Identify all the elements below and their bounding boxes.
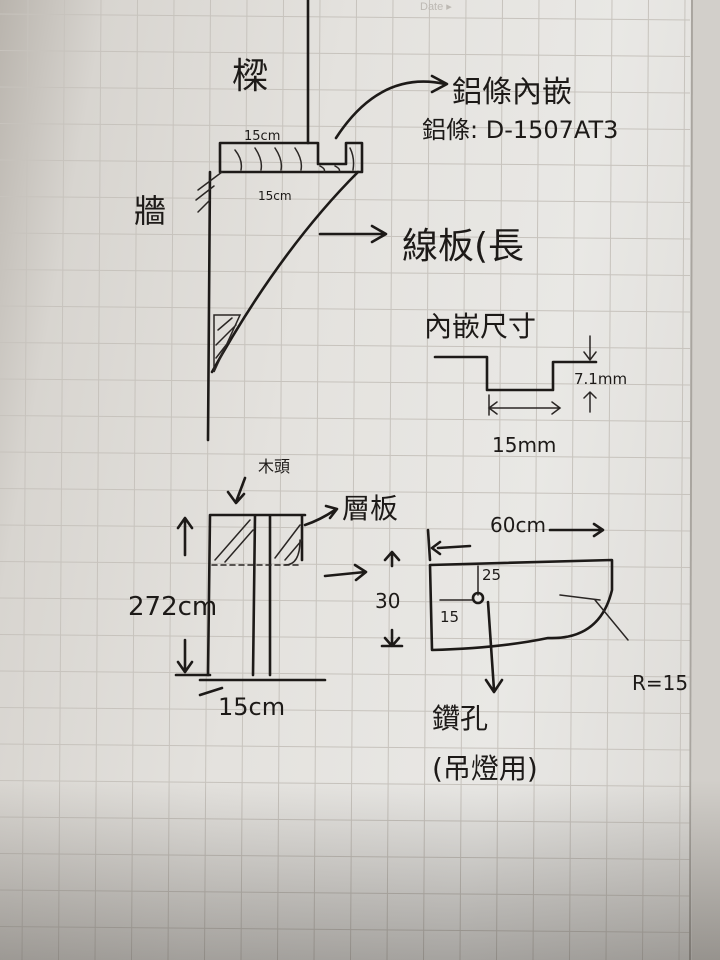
- hole-offset-left: 15: [440, 608, 459, 626]
- grid-line: [277, 0, 284, 960]
- molding-note: 線板(長: [402, 226, 524, 267]
- depth-dimension: [380, 550, 404, 648]
- shelf-section: [218, 141, 364, 174]
- depth-label: 30: [375, 589, 400, 613]
- shelf-depth-label: 15cm: [258, 189, 292, 203]
- width-arrow: [198, 686, 224, 697]
- front-panel: [206, 513, 307, 677]
- inset-width-label: 15mm: [492, 433, 556, 457]
- inset-dimension-arrows: [487, 335, 597, 416]
- grid-line: [350, 0, 357, 960]
- grid-line: [0, 269, 691, 276]
- wall-line: [206, 170, 212, 442]
- grid-line: [459, 0, 467, 960]
- hole-purpose: (吊燈用): [432, 752, 538, 785]
- grid-line: [21, 0, 29, 960]
- wood-hatch: [234, 147, 355, 173]
- grid-line: [0, 13, 691, 21]
- grid-line: [58, 0, 65, 960]
- length-dimension: [426, 522, 605, 562]
- radius-leader: [559, 594, 629, 641]
- shelf-plan-outline: [428, 558, 614, 652]
- grid-line: [131, 0, 138, 960]
- front-hatch: [214, 519, 303, 566]
- wood-arrow: [226, 476, 247, 505]
- hole-arrow: [484, 600, 504, 694]
- grid-line: [0, 707, 691, 714]
- grid-line: [0, 597, 691, 605]
- date-label: Date ▸: [420, 1, 452, 13]
- grid-line: [0, 50, 691, 57]
- grid-line: [569, 0, 576, 960]
- grid-line: [204, 0, 211, 960]
- to-plan-arrow: [323, 563, 368, 582]
- page-edge: [689, 0, 693, 960]
- grid-line: [605, 0, 613, 960]
- grid-line: [0, 305, 691, 313]
- beam-depth-label: 15cm: [244, 129, 280, 144]
- aluminum-arrow: [334, 74, 449, 140]
- height-label: 272cm: [128, 592, 217, 622]
- grid-line: [167, 0, 175, 960]
- wall-hatch: [195, 171, 223, 213]
- aluminum-note-model: 鋁條: D-1507AT3: [422, 116, 618, 144]
- wall-label: 牆: [134, 192, 166, 230]
- shelf-label: 層板: [342, 492, 398, 525]
- grid-line: [0, 488, 691, 495]
- grid-line: [642, 0, 649, 960]
- molding-arrow: [318, 224, 388, 244]
- grid-line: [0, 853, 691, 860]
- grid-line: [0, 889, 691, 897]
- front-view: 木頭 272cm 15cm 層板: [128, 457, 398, 721]
- aluminum-note-title: 鋁條內嵌: [452, 75, 572, 110]
- inset-profile: [433, 355, 598, 392]
- grid-line: [678, 0, 686, 960]
- beam-label: 樑: [232, 56, 268, 97]
- wood-label: 木頭: [258, 457, 290, 476]
- grid-line: [0, 561, 691, 568]
- grid-line: [496, 0, 503, 960]
- grid-line: [0, 634, 691, 641]
- drill-hole: [471, 591, 485, 605]
- grid-line: [0, 342, 691, 349]
- radius-label: R=15: [632, 671, 688, 695]
- grid-line: [0, 816, 691, 824]
- grid-line: [0, 378, 691, 386]
- grid-line: [0, 196, 691, 203]
- grid-line: [386, 0, 394, 960]
- grid-line: [0, 232, 691, 240]
- grid-line: [423, 0, 430, 960]
- shelf-arrow: [303, 504, 339, 527]
- grid-line: [0, 926, 691, 933]
- section-view: 樑 牆 15cm 15cm 鋁條內嵌 鋁條: D-1507AT3 線板(長 內嵌…: [134, 0, 627, 457]
- grid-line: [0, 415, 691, 422]
- grid-line: [0, 670, 691, 678]
- grid-lines: [0, 0, 691, 960]
- hole-offset-top: 25: [482, 566, 501, 584]
- length-label: 60cm: [490, 513, 546, 537]
- grid-line: [94, 0, 102, 960]
- bracket-hatch: [213, 314, 242, 373]
- height-dimension: [174, 516, 327, 682]
- grid-line: [0, 86, 691, 94]
- width-label: 15cm: [218, 693, 285, 721]
- grid-line: [0, 743, 691, 751]
- hole-offset-lines: [439, 565, 479, 601]
- inset-size-title: 內嵌尺寸: [424, 310, 536, 343]
- grid-line: [0, 780, 691, 787]
- inset-depth-label: 7.1mm: [574, 370, 627, 388]
- plan-view: 60cm 30 25 15 鑽孔 (吊燈用) R=15: [375, 513, 688, 785]
- grid-line: [532, 0, 540, 960]
- grid-line: [0, 451, 691, 459]
- hole-label: 鑽孔: [432, 702, 488, 735]
- next-page-edge: [692, 0, 720, 960]
